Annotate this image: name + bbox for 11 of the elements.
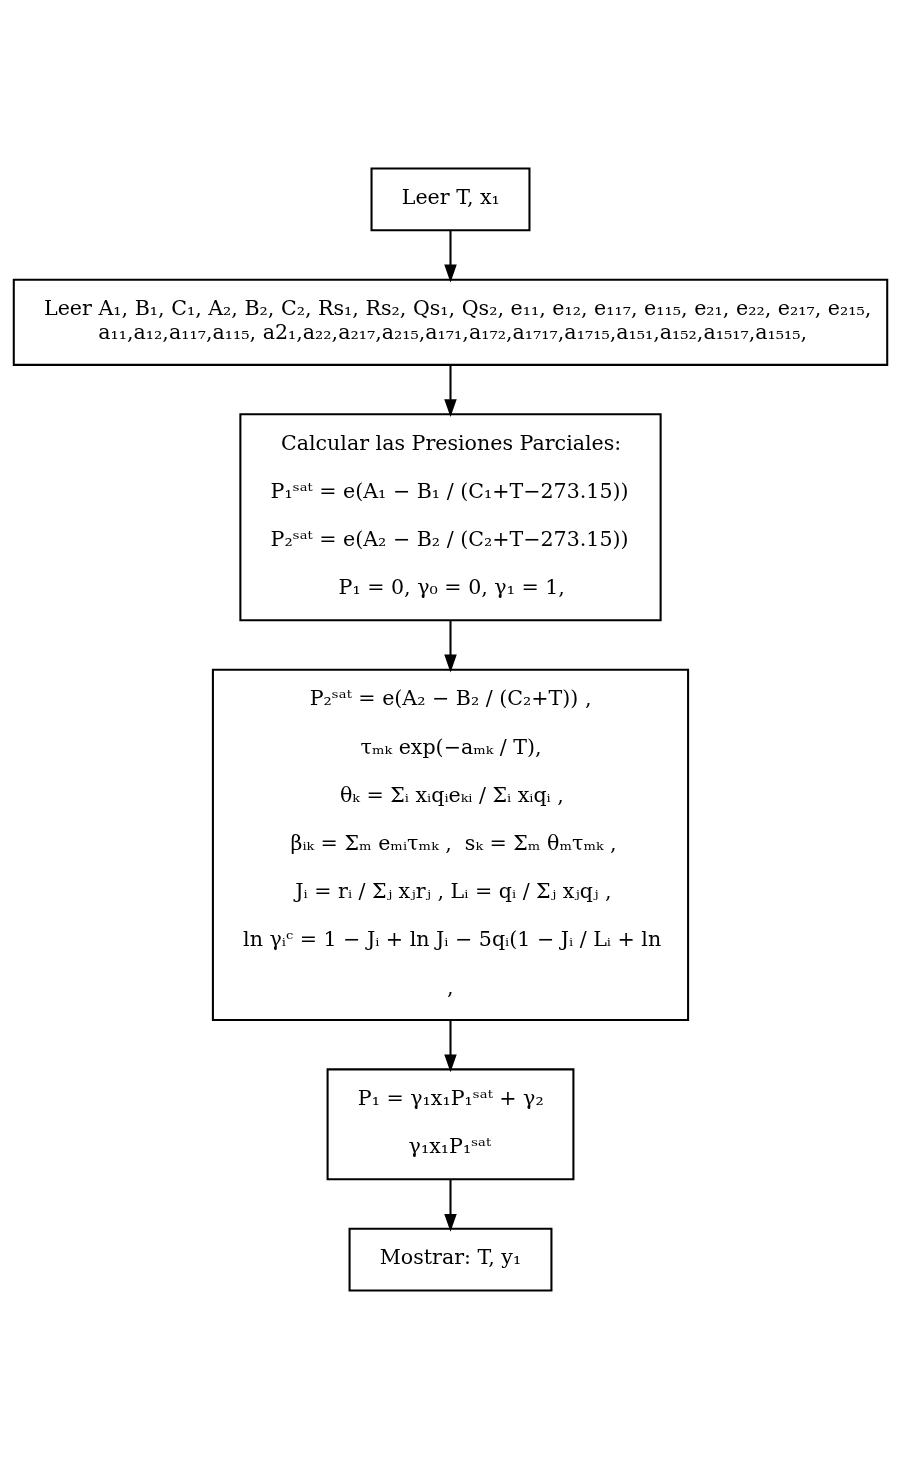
node-box: P₁ = γ₁x₁P₁ˢᵃᵗ + γ₂ γ₁x₁P₁ˢᵃᵗ: [326, 1068, 575, 1181]
node-box: Calcular las Presiones Parciales: P₁ˢᵃᵗ = e(A₁ − B₁ / (C₁+T−273.15)) P₂ˢᵃᵗ = e(A₂ − B₂ / (C₂+T−273.15)) P₁ = 0, γ₀ = 0, γ₁ = 1,: [239, 413, 662, 622]
arrow: [444, 364, 457, 418]
arrow: [444, 620, 457, 673]
node-box: Leer A₁, B₁, C₁, A₂, B₂, C₂, Rs₁, Rs₂, Qs₁, Qs₂, e₁₁, e₁₂, e₁₁₇, e₁₁₅, e₂₁, e₂₂, e₂₁₇, e₂₁₅, a₁₁,a₁₂,a₁₁₇,a₁₁₅, a2₁,a₂₂,a₂₁₇,a₂₁₅,a₁₇₁,a₁₇₂,a₁₇₁₇,a₁₇₁₅,a₁₅₁,a₁₅₂,a₁₅₁₇,a₁₅₁₅,: [12, 278, 889, 366]
node-box: Mostrar: T, y₁: [348, 1227, 553, 1292]
node-box: P₂ˢᵃᵗ = e(A₂ − B₂ / (C₂+T)) , τₘₖ exp(−aₘₖ / T), θₖ = Σᵢ xᵢqᵢeₖᵢ / Σᵢ xᵢqᵢ , βᵢₖ = Σₘ eₘᵢτₘₖ , sₖ = Σₘ θₘτₘₖ , Jᵢ = rᵢ / Σⱼ xⱼrⱼ , Lᵢ = qᵢ / Σⱼ xⱼqⱼ , ln γᵢᶜ = 1 − Jᵢ + ln Jᵢ − 5qᵢ(1 − Jᵢ / Lᵢ + ln ,: [211, 668, 690, 1021]
arrow: [444, 1179, 457, 1232]
arrow: [444, 1020, 457, 1073]
node-box: Leer T, x₁: [370, 167, 531, 232]
arrow: [444, 230, 457, 283]
